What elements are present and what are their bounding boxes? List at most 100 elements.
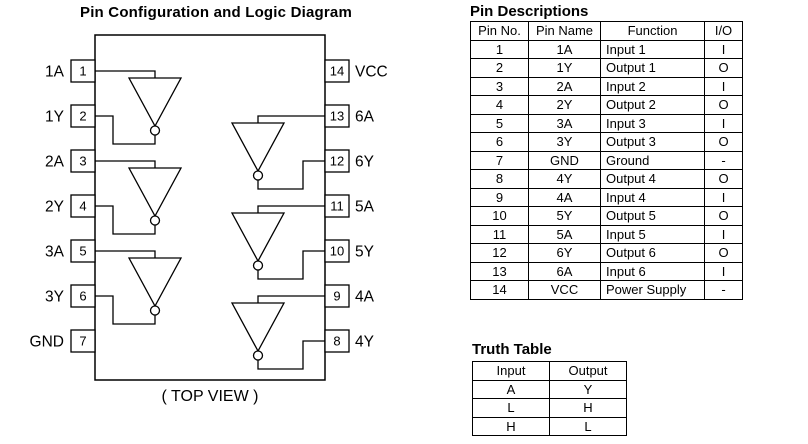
- pin-number: 9: [333, 289, 340, 304]
- inverter-input-wire: [257, 115, 325, 123]
- pin-number: 6: [79, 289, 86, 304]
- table-cell: 9: [470, 187, 529, 207]
- pin-number: 11: [330, 199, 344, 214]
- table-cell: I: [704, 76, 743, 96]
- table-cell: 2: [470, 58, 529, 78]
- pin-label: 4Y: [355, 334, 374, 351]
- pin-label: 3A: [45, 244, 65, 261]
- inverter-input-wire: [257, 295, 325, 303]
- pin-number: 1: [79, 64, 86, 79]
- table-cell: Input 1: [600, 39, 705, 59]
- table-cell: GND: [528, 150, 601, 170]
- pin-label: VCC: [355, 64, 388, 81]
- table-cell: I: [704, 113, 743, 133]
- truth-table-heading: Truth Table: [472, 341, 552, 358]
- pin-number: 14: [330, 64, 344, 79]
- inverter-triangle: [230, 302, 286, 353]
- table-cell: 8: [470, 169, 529, 189]
- table-cell: O: [704, 132, 743, 152]
- pin-number: 3: [79, 154, 86, 169]
- table-cell: -: [704, 280, 743, 300]
- pin-label: 6A: [355, 109, 375, 126]
- inverter-bubble: [252, 170, 264, 181]
- table-cell: 13: [470, 261, 529, 281]
- inverter-bubble: [252, 350, 264, 361]
- inverter-input-wire: [95, 250, 156, 258]
- table-cell: 6Y: [528, 243, 601, 263]
- table-cell: O: [704, 95, 743, 115]
- table-cell: 1A: [528, 39, 601, 59]
- column-header: I/O: [704, 21, 743, 41]
- table-cell: 1: [470, 39, 529, 59]
- inverter-output-wire: [95, 115, 156, 145]
- table-cell: A: [472, 379, 550, 399]
- pin-label: 5Y: [355, 244, 374, 261]
- inverter-triangle: [230, 212, 286, 263]
- inverter-bubble: [149, 125, 161, 136]
- inverter-output-wire: [257, 160, 325, 190]
- pin-number: 8: [333, 334, 340, 349]
- inverter-bubble: [252, 260, 264, 271]
- table-cell: H: [472, 416, 550, 436]
- pin-label: 5A: [355, 199, 375, 216]
- pin-label: 1Y: [45, 109, 64, 126]
- table-cell: 4A: [528, 187, 601, 207]
- pin-number: 2: [79, 109, 86, 124]
- column-header: Pin Name: [528, 21, 601, 41]
- table-cell: Output 1: [600, 58, 705, 78]
- column-header: Input: [472, 361, 550, 381]
- table-cell: Input 2: [600, 76, 705, 96]
- table-cell: L: [549, 416, 627, 436]
- table-cell: Y: [549, 379, 627, 399]
- table-cell: H: [549, 398, 627, 418]
- table-cell: 5A: [528, 224, 601, 244]
- column-header: Pin No.: [470, 21, 529, 41]
- table-cell: Ground: [600, 150, 705, 170]
- table-cell: Input 5: [600, 224, 705, 244]
- pin-box: [324, 59, 350, 83]
- inverter-input-wire: [257, 205, 325, 213]
- column-header: Output: [549, 361, 627, 381]
- table-cell: 5: [470, 113, 529, 133]
- pin-label: GND: [30, 334, 64, 351]
- table-cell: O: [704, 243, 743, 263]
- pin-number: 10: [330, 244, 344, 259]
- table-cell: 2A: [528, 76, 601, 96]
- column-header: Function: [600, 21, 705, 41]
- pin-label: 4A: [355, 289, 375, 306]
- table-cell: O: [704, 58, 743, 78]
- pin-label: 3Y: [45, 289, 64, 306]
- pin-box: [70, 329, 96, 353]
- inverter-triangle: [230, 122, 286, 173]
- table-cell: Input 3: [600, 113, 705, 133]
- table-cell: 7: [470, 150, 529, 170]
- pin-label: 2A: [45, 154, 65, 171]
- table-cell: 3: [470, 76, 529, 96]
- table-cell: 6A: [528, 261, 601, 281]
- inverter-output-wire: [257, 250, 325, 280]
- table-cell: 5Y: [528, 206, 601, 226]
- inverter-input-wire: [95, 160, 156, 168]
- table-cell: 10: [470, 206, 529, 226]
- inverter-bubble: [149, 215, 161, 226]
- inverter-input-wire: [95, 70, 156, 78]
- table-cell: Output 4: [600, 169, 705, 189]
- table-cell: 12: [470, 243, 529, 263]
